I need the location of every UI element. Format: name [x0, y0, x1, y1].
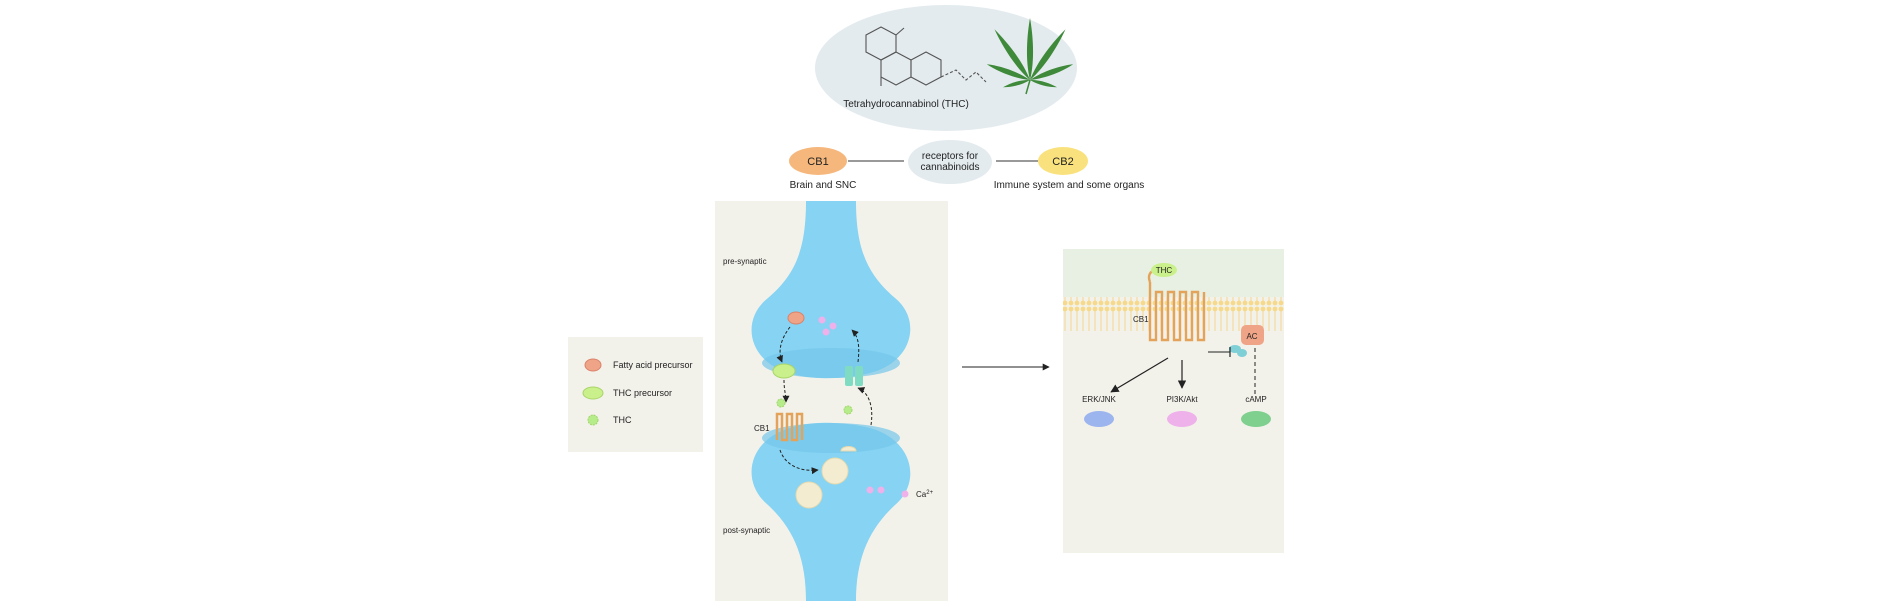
- target-erk: [1084, 411, 1114, 427]
- thc-structure-icon: [865, 26, 987, 86]
- synapse-cb1-label: CB1: [754, 424, 770, 433]
- cb1-receptor-synapse: [775, 412, 804, 442]
- molecule-name: Tetrahydrocannabinol (THC): [843, 99, 969, 110]
- legend: Fatty acid precursor THC precursor THC: [568, 337, 703, 452]
- receptor-center-label-line2: cannabinoids: [921, 162, 980, 173]
- target-pi3k: [1167, 411, 1197, 427]
- synapse-panel: pre-synaptic post-synaptic CB1 Ca2+: [715, 201, 948, 601]
- cannabis-leaf-icon: [986, 18, 1074, 95]
- cb1-label: CB1: [807, 156, 828, 168]
- thc-precursor: [772, 363, 796, 379]
- svg-text:Fatty acid precursor: Fatty acid precursor: [613, 360, 693, 370]
- fatty-acid-precursor: [787, 311, 805, 325]
- legend-item-thc: THC: [587, 414, 632, 426]
- thc-molecule-panel: Tetrahydrocannabinol (THC): [815, 5, 1077, 131]
- cb1-location: Brain and SNC: [790, 180, 857, 191]
- postsynaptic-label: post-synaptic: [723, 526, 770, 535]
- signaling-cb1-label: CB1: [1133, 315, 1149, 324]
- postsynaptic-neuron: [751, 422, 911, 601]
- presynaptic-neuron: [751, 201, 911, 379]
- ac-label: AC: [1246, 332, 1257, 341]
- thc-ligand: [1151, 263, 1177, 277]
- vesicle-1: [821, 457, 849, 485]
- cb2-location: Immune system and some organs: [994, 180, 1145, 191]
- cb2-label: CB2: [1052, 156, 1073, 168]
- thc-ligand-label: THC: [1156, 266, 1173, 275]
- channel-presynaptic: [845, 366, 853, 386]
- target-camp-label: cAMP: [1245, 395, 1266, 404]
- target-camp: [1241, 411, 1271, 427]
- presynaptic-label: pre-synaptic: [723, 257, 767, 266]
- signaling-panel: THC CB1 AC ERK/JNK PI3K/Akt cAMP: [1063, 249, 1284, 553]
- svg-text:THC precursor: THC precursor: [613, 388, 672, 398]
- legend-item-fatty-acid: Fatty acid precursor: [584, 358, 693, 372]
- svg-text:THC: THC: [613, 415, 632, 425]
- target-pi3k-label: PI3K/Akt: [1166, 395, 1198, 404]
- calcium-label: Ca2+: [916, 490, 934, 499]
- receptor-center-label-line1: receptors for: [922, 151, 979, 162]
- ac-enzyme: [1241, 325, 1264, 345]
- legend-item-thc-precursor: THC precursor: [582, 386, 672, 400]
- target-erk-label: ERK/JNK: [1082, 395, 1116, 404]
- vesicle-2: [795, 481, 823, 509]
- cb2-badge: [1038, 147, 1088, 175]
- receptor-row: receptors for cannabinoids CB1 Brain and…: [789, 140, 1144, 191]
- cb1-badge: [789, 147, 847, 175]
